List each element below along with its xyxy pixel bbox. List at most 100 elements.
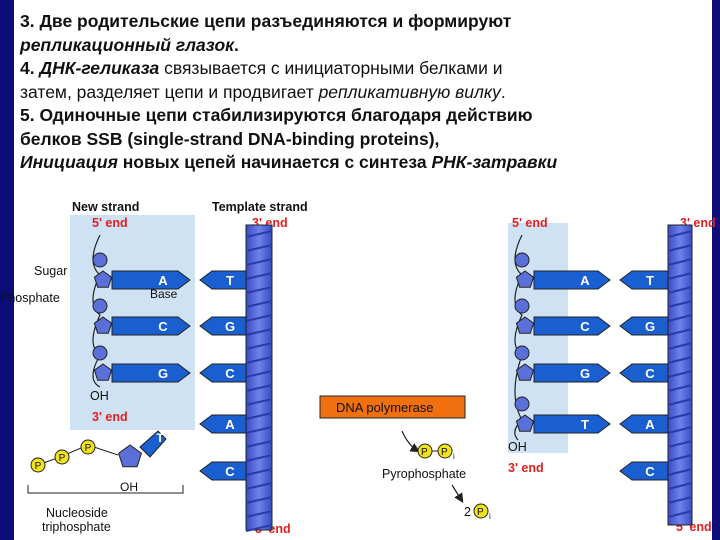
left-new-base-label-C: C [158,319,168,334]
right-new-base-C [533,316,611,336]
right-template-base-label-C: C [645,366,655,381]
left-template-strand-stripe [245,244,273,252]
term-initiation: Инициация [20,152,118,172]
incoming-phosphate-label-3: P [85,443,92,454]
left-template-base-C [199,461,247,481]
right-template-strand-stripe [667,496,693,504]
right-template-base-C [619,363,669,383]
label-nucleoside: Nucleoside [46,506,108,520]
phosphate-split-arrow [451,484,464,504]
slide-text: 3. Две родительские цепи разъединяются и… [20,10,712,175]
text-line-5-content: 5. Одиночные цепи стабилизируются благод… [20,105,533,125]
left-template-base-T [199,270,247,290]
left-phosphate [92,345,108,361]
text-line-3-a: 4. [20,58,40,78]
right-template-strand-stripe [667,412,693,420]
left-template-base-label-C: C [225,366,235,381]
right-template-base-label-C: C [645,464,655,479]
free-phosphate-sub: i [489,512,491,521]
incoming-base [139,430,167,458]
left-template-strand-stripe [245,356,273,364]
right-template-strand-stripe [667,440,693,448]
right-template-base-G [619,316,669,336]
left-template-strand-stripe [245,272,273,280]
left-template-strand-stripe [245,300,273,308]
term-helicase: ДНК-геликаза [39,58,160,78]
right-template-base-T [619,270,669,290]
left-template-strand-stripe [245,398,273,406]
incoming-phosphate-1 [30,457,46,473]
left-template-strand-stripe [245,314,273,322]
left-template-strand-stripe [245,426,273,434]
right-template-strand-stripe [667,300,693,308]
right-template-base-label-T: T [646,273,654,288]
incoming-sugar [118,444,142,468]
right-template-strand-stripe [667,370,693,378]
left-frame-bar [0,0,14,540]
text-line-2: репликационный глазок. [20,34,712,58]
left-template-strand-stripe [245,286,273,294]
right-phosphate [514,252,530,268]
right-template-strand-stripe [667,230,693,238]
right-phosphate [514,396,530,412]
left-template-strand-stripe [245,496,273,504]
left-new-base-C [111,316,191,336]
left-new-strand-backbone [92,234,101,388]
right-template-base-A [619,414,669,434]
text-line-4: затем, разделяет цепи и продвигает репли… [20,81,712,105]
pyrophosphate-group: P P i [417,443,455,461]
right-sugar [515,316,535,334]
left-template-strand-stripe [245,384,273,392]
text-line-6-content: белков SSB (single-strand DNA-binding pr… [20,128,440,149]
label-left-new-3-end: 3' end [92,410,128,424]
right-template-strand-stripe [667,384,693,392]
text-line-1: 3. Две родительские цепи разъединяются и… [20,10,712,34]
right-sugar [515,414,535,432]
right-template-strand-stripe [667,356,693,364]
left-template-base-label-G: G [225,319,235,334]
left-sugar [93,316,113,334]
term-replication-fork: репликативную вилку [318,81,501,102]
pyrophosphate-phosphate-1 [417,443,433,459]
free-phosphate-label: P [477,507,484,518]
left-template-base-A [199,414,247,434]
right-template-strand-stripe [667,314,693,322]
right-template-strand-stripe [667,342,693,350]
right-sugar [515,363,535,381]
left-new-base-label-G: G [158,366,168,381]
label-right-new-3-end: 3' end [508,461,544,475]
left-sugar [93,363,113,381]
incoming-phosphate-label-1: P [35,461,42,472]
term-rna-primer: РНК-затравки [431,152,558,172]
left-template-strand-stripe [245,482,273,490]
left-template-strand-stripe [245,454,273,462]
left-template-strand-stripe [245,510,273,518]
label-sugar: Sugar [34,264,67,278]
label-right-oh: OH [508,440,527,454]
right-template-strand-stripe [667,454,693,462]
label-base: Base [150,287,178,301]
right-phosphate [514,298,530,314]
right-new-base-label-C: C [580,319,590,334]
term-replication-bubble: репликационный глазок [20,34,235,55]
incoming-base-label: T [156,431,164,445]
left-template-strand-stripe [245,524,273,532]
right-new-base-A [533,270,611,290]
label-phosphate: Phosphate [0,291,60,305]
left-template-base-label-A: A [225,417,235,432]
right-template-strand-stripe [667,244,693,252]
incoming-phosphate-3 [80,439,96,455]
text-line-1-content: 3. Две родительские цепи разъединяются и… [20,11,512,31]
triphosphate-bracket [27,485,184,494]
right-template-base-label-G: G [645,319,655,334]
pyrophosphate-arrow [401,430,421,453]
right-frame-bar [712,0,720,540]
label-template-strand: Template strand [212,200,308,214]
label-triphosphate: triphosphate [42,520,111,534]
label-left-5-end: 5' end [92,216,128,230]
right-template-base-C [619,461,669,481]
text-line-3: 4. ДНК-геликаза связывается с инициаторн… [20,57,712,81]
left-template-base-C [199,363,247,383]
